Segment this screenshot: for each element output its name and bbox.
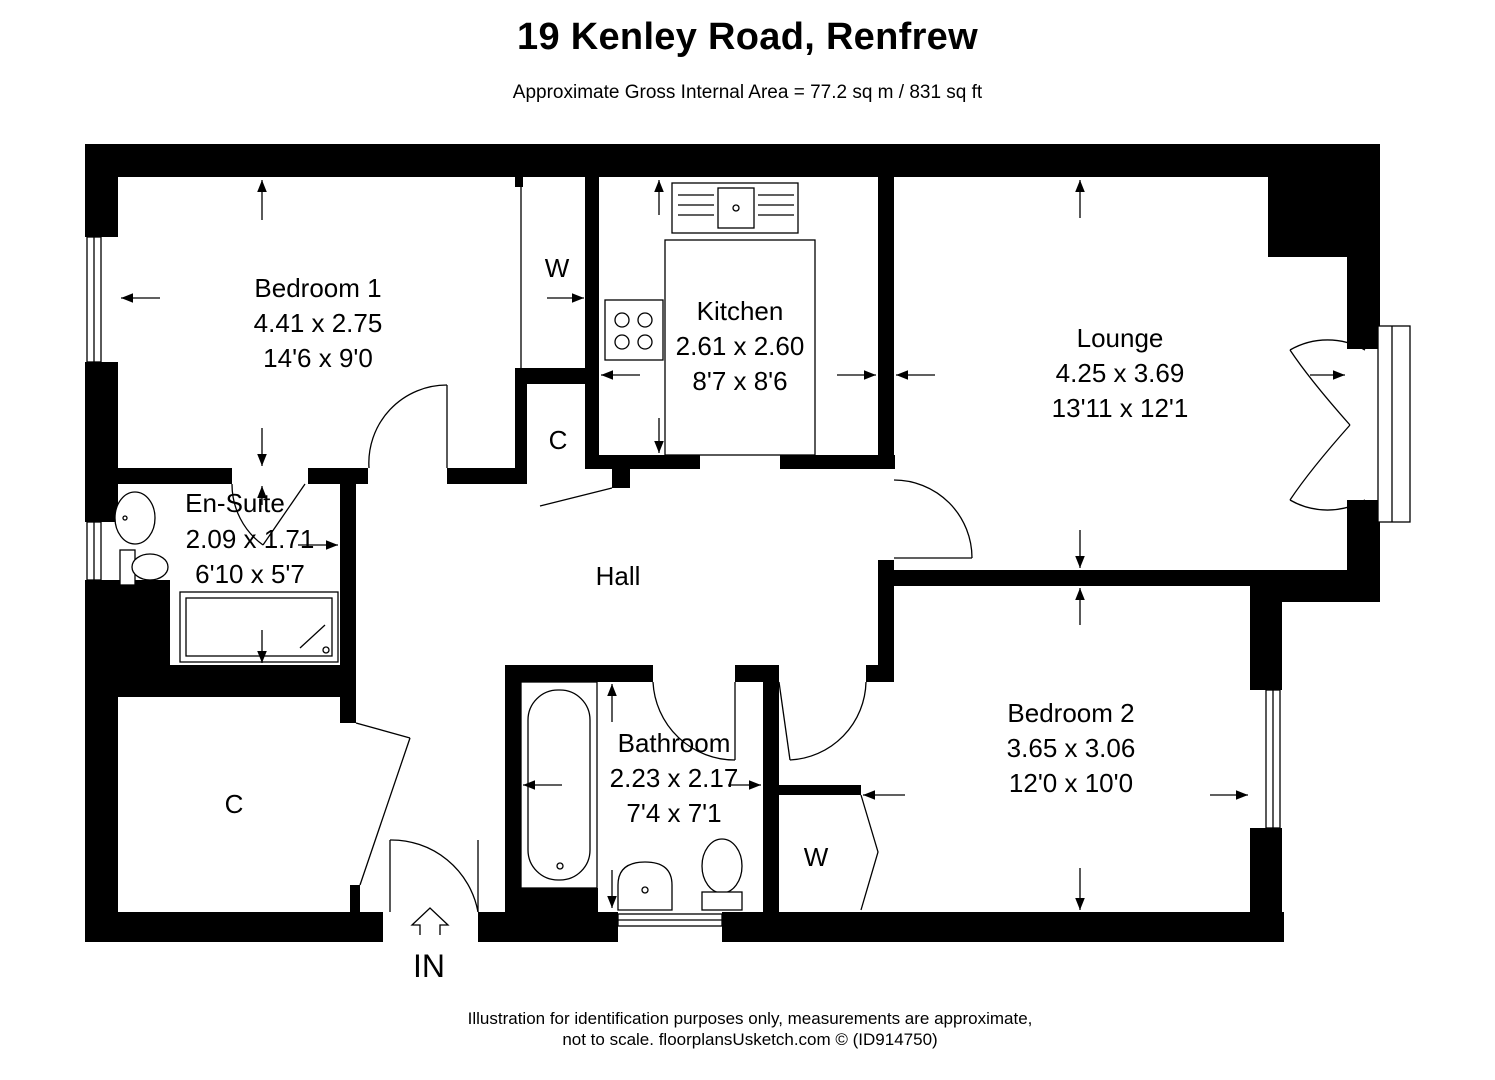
room-name: Kitchen — [697, 296, 784, 326]
fixtures — [114, 182, 816, 935]
room-imperial: 7'4 x 7'1 — [626, 798, 721, 828]
entrance-arrow-icon — [410, 907, 450, 935]
plan-subtitle: Approximate Gross Internal Area = 77.2 s… — [512, 82, 983, 103]
room-name: Lounge — [1077, 323, 1164, 353]
plan-title: 19 Kenley Road, Renfrew — [517, 16, 978, 58]
room-metric: 4.25 x 3.69 — [1056, 358, 1185, 388]
room-metric: 3.65 x 3.06 — [1007, 733, 1136, 763]
disclaimer-line-1: Illustration for identification purposes… — [467, 1009, 1033, 1028]
cupboard-hall-label: C — [549, 425, 568, 455]
disclaimer-line-2: not to scale. floorplansUsketch.com © (I… — [562, 1030, 938, 1049]
wardrobe-bedroom2-label: W — [804, 842, 829, 872]
room-name: Bathroom — [618, 728, 731, 758]
room-metric: 4.41 x 2.75 — [254, 308, 383, 338]
room-bedroom2-label: Bedroom 2 3.65 x 3.06 12'0 x 10'0 — [1007, 698, 1136, 798]
room-metric: 2.23 x 2.17 — [610, 763, 739, 793]
windows — [86, 236, 1411, 927]
dimension-arrows — [121, 180, 1345, 910]
room-imperial: 6'10 x 5'7 — [195, 559, 305, 589]
room-hall-label: Hall — [596, 561, 641, 591]
room-bedroom1-label: Bedroom 1 4.41 x 2.75 14'6 x 9'0 — [254, 273, 383, 373]
wardrobe-bedroom1-label: W — [545, 253, 570, 283]
cupboard-large-label: C — [225, 789, 244, 819]
room-imperial: 14'6 x 9'0 — [263, 343, 373, 373]
toilet-icon — [131, 553, 169, 581]
room-name: Bedroom 1 — [254, 273, 381, 303]
room-metric: 2.09 x 1.71 — [186, 524, 315, 554]
basin-icon — [617, 861, 673, 911]
hob-icon — [604, 299, 664, 361]
room-lounge-label: Lounge 4.25 x 3.69 13'11 x 12'1 — [1052, 323, 1189, 423]
room-metric: 2.61 x 2.60 — [676, 331, 805, 361]
room-ensuite-label: En-Suite 2.09 x 1.71 6'10 x 5'7 — [185, 488, 314, 589]
basin-icon — [114, 491, 156, 545]
room-kitchen-label: Kitchen 2.61 x 2.60 8'7 x 8'6 — [676, 296, 805, 396]
entrance-label: IN — [413, 948, 445, 984]
room-name: Bedroom 2 — [1007, 698, 1134, 728]
room-imperial: 12'0 x 10'0 — [1009, 768, 1133, 798]
room-bathroom-label: Bathroom 2.23 x 2.17 7'4 x 7'1 — [610, 728, 739, 828]
doors — [231, 187, 1366, 913]
walls — [85, 144, 1380, 942]
room-imperial: 13'11 x 12'1 — [1052, 393, 1189, 423]
toilet-icon — [701, 838, 743, 894]
room-imperial: 8'7 x 8'6 — [692, 366, 787, 396]
disclaimer: Illustration for identification purposes… — [0, 1008, 1495, 1050]
room-name: En-Suite — [185, 488, 285, 518]
